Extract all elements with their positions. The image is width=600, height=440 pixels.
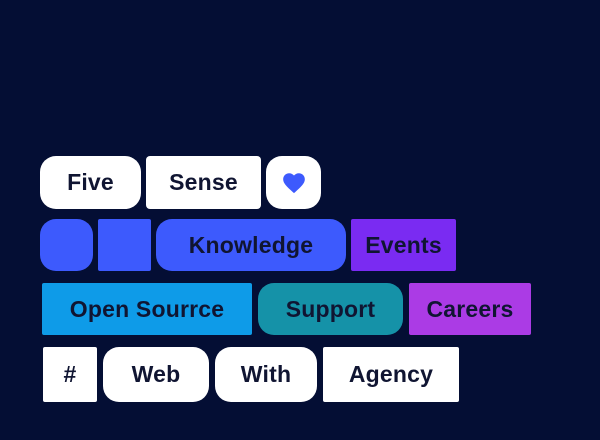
open-source-button[interactable]: Open Sourrce (42, 283, 252, 335)
knowledge-button[interactable]: Knowledge (156, 219, 346, 271)
heart-icon (280, 170, 308, 196)
blue-square-rounded[interactable] (40, 219, 93, 271)
events-button[interactable]: Events (351, 219, 456, 271)
hash-button[interactable]: # (43, 347, 97, 402)
with-button[interactable]: With (215, 347, 317, 402)
blue-square-sharp[interactable] (98, 219, 151, 271)
support-button[interactable]: Support (258, 283, 403, 335)
tag-row-3: Open Sourrce Support Careers (42, 283, 531, 335)
five-button[interactable]: Five (40, 156, 141, 209)
tag-row-1: Five Sense (40, 156, 321, 209)
tag-row-4: # Web With Agency (43, 347, 459, 402)
careers-button[interactable]: Careers (409, 283, 531, 335)
tag-row-2: Knowledge Events (40, 219, 456, 271)
sense-button[interactable]: Sense (146, 156, 261, 209)
favorite-button[interactable] (266, 156, 321, 209)
agency-button[interactable]: Agency (323, 347, 459, 402)
web-button[interactable]: Web (103, 347, 209, 402)
